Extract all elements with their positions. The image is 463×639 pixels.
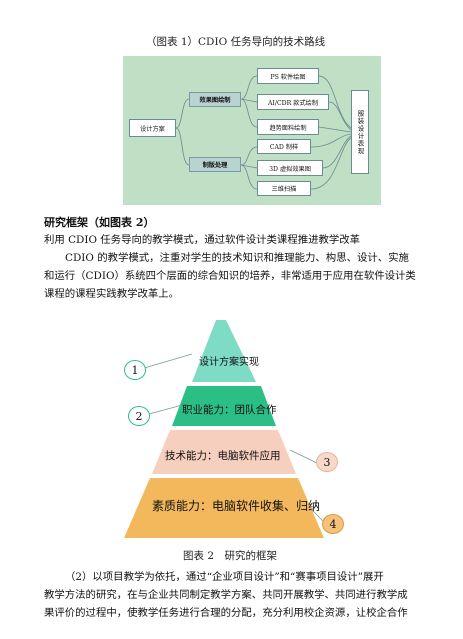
leaf-fabric: 趋势面料绘制	[257, 119, 319, 135]
para2-line2: 教学方法的研究，在与企业共同制定教学方案、共同开展教学、共同进行教学成	[44, 589, 408, 601]
pyramid-level-4	[124, 478, 324, 538]
pyramid-label-2: 职业能力：团队合作	[182, 404, 277, 416]
level-number-4: 4	[322, 514, 344, 534]
pointer-3	[289, 449, 318, 464]
framework-pyramid	[124, 320, 325, 538]
leaf-ps: PS 软件绘图	[257, 68, 319, 84]
para2-line3: 果评价的过程中，使教学任务进行合理的分配，充分利用校企资源，让校企合作	[44, 607, 408, 619]
result-box: 服装设计表现	[351, 90, 369, 174]
pyramid-level-2	[172, 386, 276, 426]
figure1-caption: （图表 1）CDIO 任务导向的技术路线	[146, 36, 326, 48]
technical-route-diagram: 设计方案 效果图绘制 制版处理 PS 软件绘图 AI/CDR 款式绘制 趋势面料…	[123, 56, 381, 205]
section-intro-line: 利用 CDIO 任务导向的教学模式，通过软件设计类课程推进教学改革	[44, 234, 361, 246]
pyramid-level-3	[152, 430, 296, 474]
pyramid-label-4: 素质能力：电脑软件收集、归纳	[152, 499, 321, 513]
leaf-scan: 三维扫描	[257, 181, 311, 196]
figure2-caption: 图表 2 研究的框架	[183, 550, 278, 562]
pointer-2	[148, 403, 187, 415]
level-number-3: 3	[316, 452, 338, 472]
diagram-connectors	[175, 75, 352, 190]
para1-line2: 和运行（CDIO）系统四个层面的综合知识的培养，非常适用于应用在软件设计类	[44, 270, 416, 282]
leaf-cad: CAD 制样	[257, 139, 311, 154]
para1-line3: 课程的课程实践教学改革上。	[44, 288, 180, 300]
branch-bottom-box: 制版处理	[189, 157, 241, 172]
leaf-ai-cdr: AI/CDR 款式绘制	[257, 94, 329, 110]
pyramid-level-1	[192, 320, 256, 382]
leaf-3d: 3D 虚拟效果图	[257, 160, 323, 176]
branch-top-box: 效果图绘制	[189, 92, 241, 107]
pyramid-label-3: 技术能力：电脑软件应用	[165, 450, 281, 462]
section-heading: 研究框架（如图表 2）	[44, 216, 155, 229]
pyramid-label-1: 设计方案实现	[199, 357, 259, 368]
root-box: 设计方案	[129, 119, 176, 137]
level-number-1: 1	[124, 360, 146, 380]
pointer-1	[140, 353, 193, 370]
para2-line1: （2）以项目教学为依托，通过“企业项目设计”和“赛事项目设计”展开	[65, 571, 384, 583]
para1-line1: CDIO 的教学模式，注重对学生的技术知识和推理能力、构思、设计、实施	[65, 252, 409, 264]
level-number-2: 2	[128, 406, 150, 426]
